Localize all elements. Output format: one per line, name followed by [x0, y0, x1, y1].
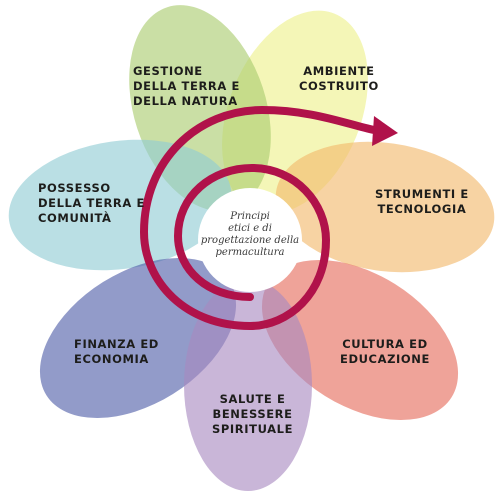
spiral-arrow: [139, 105, 378, 331]
petal-label-gestione: Gestione della terra e della natura: [133, 64, 240, 108]
center-disc: [198, 188, 302, 292]
petal-label-salute: Salute e benessere spirituale: [212, 392, 294, 436]
petal-salute: [184, 279, 312, 491]
petal-label-strumenti: Strumenti e tecnologia: [375, 187, 469, 216]
petal-label-ambiente: Ambiente costruito: [299, 64, 379, 93]
petal-label-possesso: Possesso della terra e comunità: [38, 181, 145, 225]
petal-label-finanza: Finanza ed economia: [74, 337, 159, 366]
center-principles-text: Principi etici e di progettazione della …: [200, 211, 300, 258]
petal-label-cultura: Cultura ed educazione: [340, 337, 430, 366]
petal-strumenti: [275, 141, 495, 273]
spiral-arrowhead: [372, 116, 398, 146]
